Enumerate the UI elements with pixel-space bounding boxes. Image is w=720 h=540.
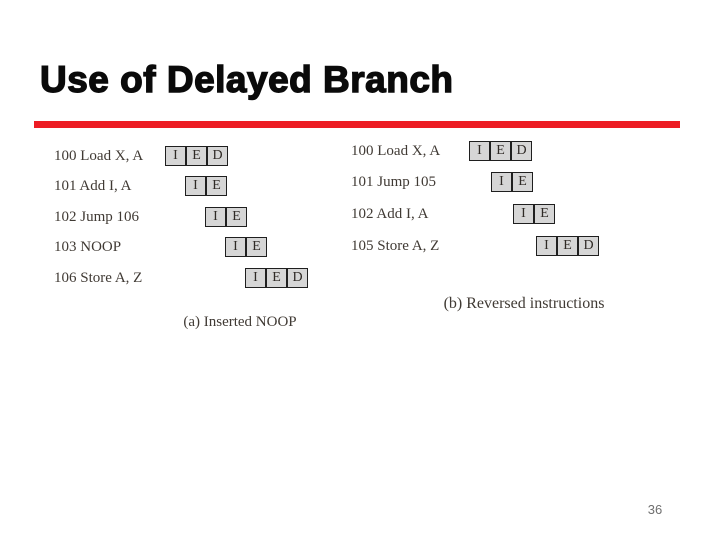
- stage-cell: I: [245, 268, 266, 288]
- stage-cell: E: [557, 236, 578, 256]
- stage-cell: E: [490, 141, 511, 161]
- stage-cell: D: [578, 236, 599, 256]
- pipeline-stage-row: I E: [225, 237, 267, 257]
- stage-cell: I: [185, 176, 206, 196]
- title-underline-rule: [34, 121, 680, 128]
- instruction-label: 102 Add I, A: [351, 206, 429, 222]
- pipeline-stage-row: I E D: [536, 236, 599, 256]
- stage-cell: D: [287, 268, 308, 288]
- pipeline-stage-row: I E D: [165, 146, 228, 166]
- diagram-b-caption: (b) Reversed instructions: [443, 295, 605, 312]
- stage-cell: I: [165, 146, 186, 166]
- page-number: 36: [647, 502, 663, 517]
- stage-cell: I: [225, 237, 246, 257]
- instruction-label: 103 NOOP: [54, 239, 122, 255]
- stage-cell: E: [246, 237, 267, 257]
- stage-cell: I: [491, 172, 512, 192]
- stage-cell: E: [186, 146, 207, 166]
- diagram-a-caption: (a) Inserted NOOP: [183, 314, 297, 330]
- stage-cell: I: [536, 236, 557, 256]
- pipeline-stage-row: I E: [205, 207, 247, 227]
- stage-cell: E: [206, 176, 227, 196]
- instruction-label: 106 Store A, Z: [54, 270, 143, 286]
- stage-cell: I: [513, 204, 534, 224]
- pipeline-stage-row: I E: [513, 204, 555, 224]
- pipeline-stage-row: I E: [491, 172, 533, 192]
- instruction-label: 100 Load X, A: [54, 148, 144, 164]
- stage-cell: E: [226, 207, 247, 227]
- pipeline-stage-row: I E D: [469, 141, 532, 161]
- stage-cell: D: [511, 141, 532, 161]
- instruction-label: 101 Add I, A: [54, 178, 132, 194]
- instruction-label: 105 Store A, Z: [351, 238, 440, 254]
- stage-cell: E: [266, 268, 287, 288]
- instruction-label: 100 Load X, A: [351, 143, 441, 159]
- stage-cell: I: [469, 141, 490, 161]
- stage-cell: E: [534, 204, 555, 224]
- page-title: Use of Delayed Branch: [39, 58, 454, 100]
- stage-cell: I: [205, 207, 226, 227]
- pipeline-stage-row: I E D: [245, 268, 308, 288]
- instruction-label: 101 Jump 105: [351, 174, 437, 190]
- stage-cell: E: [512, 172, 533, 192]
- instruction-label: 102 Jump 106: [54, 209, 140, 225]
- stage-cell: D: [207, 146, 228, 166]
- pipeline-stage-row: I E: [185, 176, 227, 196]
